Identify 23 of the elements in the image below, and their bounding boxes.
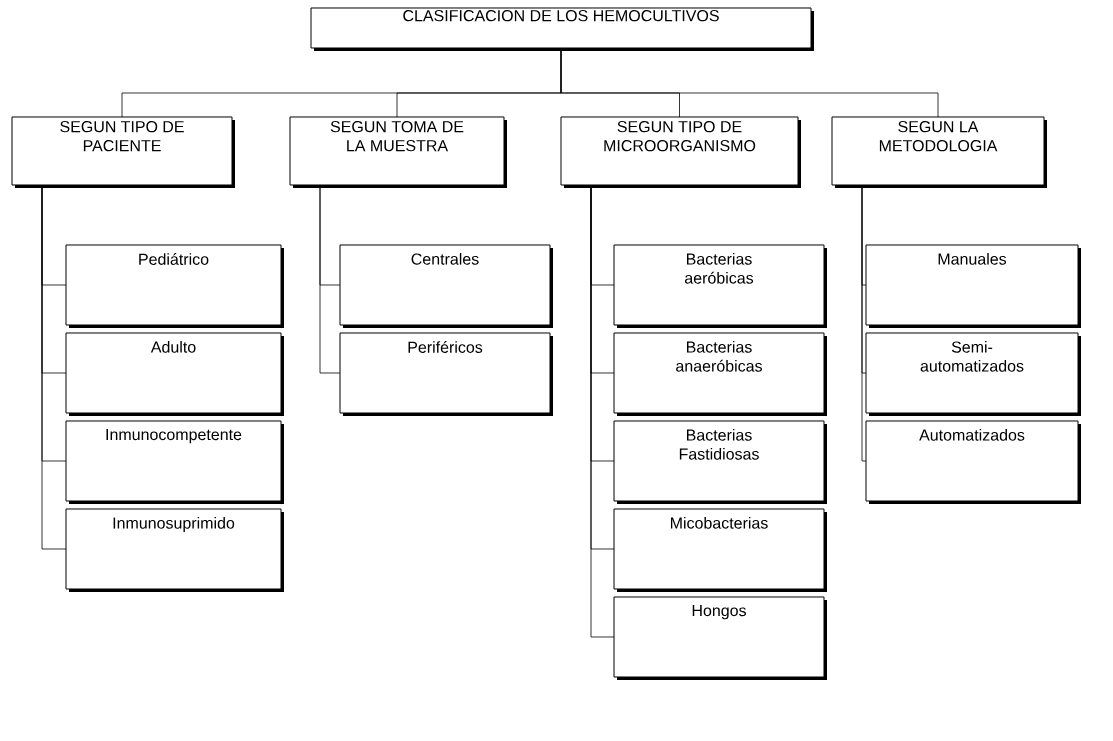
category-box: Micobacterias [613, 508, 827, 592]
category-box: SEGUN TOMA DE LA MUESTRA [289, 116, 507, 188]
category-box: Manuales [865, 244, 1081, 328]
connector-line [590, 187, 615, 638]
category-box: SEGUN TIPO DE MICROORGANISMO [560, 116, 801, 188]
connector-line [319, 187, 341, 374]
category-box: Semi-automatizados [865, 332, 1081, 416]
category-box: Centrales [339, 244, 553, 328]
category-box: Bacterias anaeróbicas [613, 332, 827, 416]
category-box: Inmunocompetente [65, 420, 284, 504]
category-box: Automatizados [865, 420, 1081, 504]
connector-line [861, 187, 867, 462]
category-box: CLASIFICACION DE LOS HEMOCULTIVOS [310, 7, 814, 51]
category-box: SEGUN TIPO DE PACIENTE [11, 116, 235, 188]
category-box: SEGUN LA METODOLOGIA [831, 116, 1047, 188]
category-box: Pediátrico [65, 244, 284, 328]
category-box: Bacterias aeróbicas [613, 244, 827, 328]
category-box: Inmunosuprimido [65, 508, 284, 592]
category-box: Periféricos [339, 332, 553, 416]
category-box: Adulto [65, 332, 284, 416]
category-box: Hongos [613, 596, 827, 680]
category-box: Bacterias Fastidiosas [613, 420, 827, 504]
connector-line [41, 187, 67, 550]
